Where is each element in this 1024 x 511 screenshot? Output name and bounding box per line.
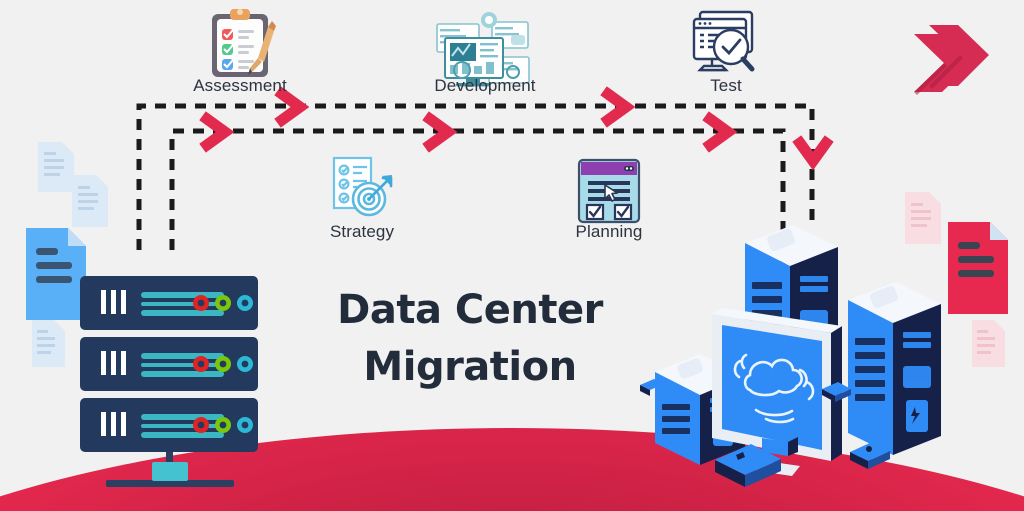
server-rack-stand (106, 440, 234, 487)
label-planning: Planning (575, 222, 643, 241)
flow-arrow-4 (422, 111, 458, 153)
device-small-right (850, 442, 890, 469)
document-pale-left-1 (38, 142, 74, 192)
cursor-icon (604, 184, 619, 202)
document-pale-left-3 (32, 320, 65, 367)
browser-window-checkboxes-icon (577, 158, 641, 224)
cloud-graphic (733, 353, 815, 424)
flow-arrow-1 (274, 86, 310, 128)
server-unit (80, 337, 258, 391)
title-line-1: Data Center (337, 287, 603, 333)
label-assessment: Assessment (193, 76, 287, 95)
flow-arrow-2 (600, 86, 636, 128)
flow-arrow-3 (199, 111, 235, 153)
device-small-left (715, 444, 781, 487)
tower-left-base (640, 379, 664, 396)
flow-arrow-5 (702, 111, 738, 153)
document-pale-left-2 (72, 175, 108, 227)
device-small-far-right (822, 382, 851, 402)
server-unit (80, 276, 258, 330)
label-strategy: Strategy (329, 222, 395, 241)
flow-arrow-down (792, 135, 834, 171)
monitor-neck (762, 438, 788, 456)
document-pale-right-1 (905, 192, 941, 244)
document-red-main (948, 222, 1008, 314)
label-test: Test (710, 76, 742, 95)
title-line-2: Migration (363, 343, 577, 390)
clipboard-checklist-pencil-icon (212, 9, 276, 77)
pencil-icon (248, 21, 276, 75)
server-unit (80, 398, 258, 452)
document-blue-main (26, 228, 86, 320)
label-development: Development (434, 76, 536, 95)
upper-dashed-flow-path (136, 103, 815, 250)
monitor-screen (722, 325, 822, 450)
monitor-magnifier-check-icon (692, 10, 755, 72)
server-tower-right (848, 282, 941, 455)
page-title: Data Center Migration (300, 282, 640, 396)
document-pale-right-2 (972, 320, 1005, 367)
double-chevron-logo (914, 25, 989, 95)
dashboard-monitor-icon (436, 12, 530, 87)
monitor-with-cloud (712, 308, 842, 476)
checklist-target-icon (332, 156, 393, 217)
